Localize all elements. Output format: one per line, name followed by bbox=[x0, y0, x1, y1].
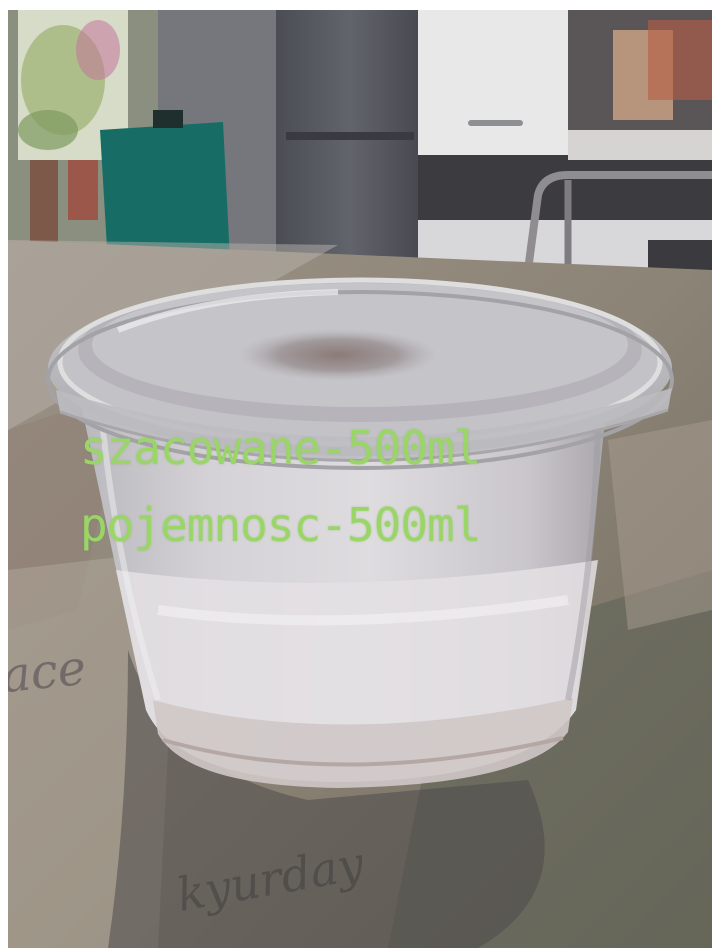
photo-scene bbox=[8, 10, 712, 948]
plastic-container bbox=[46, 277, 674, 788]
teal-mug bbox=[100, 122, 230, 271]
photo-frame: ace kyurday szacowane-500ml pojemnosc-50… bbox=[8, 10, 712, 948]
cabinet bbox=[418, 10, 588, 155]
